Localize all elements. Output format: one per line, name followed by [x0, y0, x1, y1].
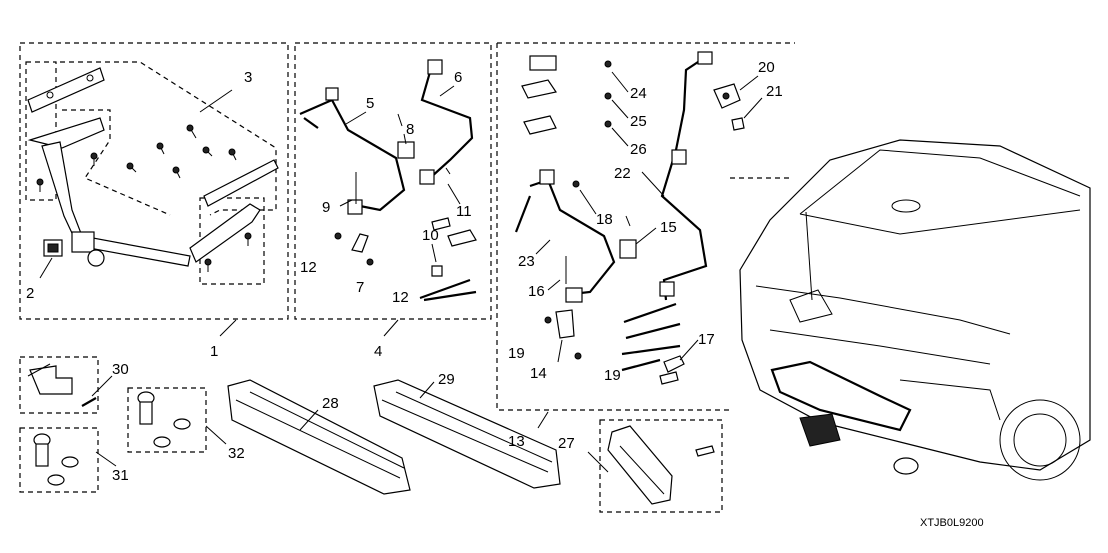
callout-19a: 19: [508, 345, 525, 362]
clip-icon: [27, 363, 97, 407]
leader-17: [679, 339, 699, 361]
callout-27: 27: [558, 435, 575, 452]
callout-29: 29: [438, 371, 455, 388]
leader-15: [635, 227, 657, 245]
callout-3: 3: [244, 69, 252, 86]
leader-11: [447, 183, 461, 205]
callout-12b: 12: [392, 289, 409, 306]
group-box-31: [19, 427, 99, 493]
callout-13: 13: [508, 433, 525, 450]
leader-24: [611, 71, 629, 93]
leader-6: [439, 85, 455, 97]
skid-plate-icon: [227, 379, 561, 495]
callout-5: 5: [366, 95, 374, 112]
hitch-receiver-icon: [25, 61, 279, 285]
leader-26: [611, 127, 629, 147]
diagram-code: XTJB0L9200: [920, 517, 984, 529]
leader-1: [219, 319, 237, 337]
callout-20: 20: [758, 59, 775, 76]
group-box-30: [19, 356, 99, 414]
callout-18: 18: [596, 211, 613, 228]
leader-29: [419, 381, 435, 399]
callout-23: 23: [518, 253, 535, 270]
callout-28: 28: [322, 395, 339, 412]
callout-31: 31: [112, 467, 129, 484]
leader-4: [383, 319, 399, 337]
skid-plate-icon: [607, 425, 715, 505]
group-box-27: [599, 419, 723, 513]
leader-3: [199, 89, 233, 113]
callout-4: 4: [374, 343, 382, 360]
leader-13: [537, 411, 549, 429]
leader-28: [299, 409, 319, 431]
callout-15: 15: [660, 219, 677, 236]
callout-19b: 19: [604, 367, 621, 384]
leader-25: [611, 99, 629, 119]
callout-2: 2: [26, 285, 34, 302]
vehicle-rear-icon: [739, 139, 1091, 481]
leader-9: [339, 199, 353, 207]
leader-27: [587, 451, 609, 473]
leader-32: [205, 425, 227, 445]
callout-14: 14: [530, 365, 547, 382]
callout-16: 16: [528, 283, 545, 300]
leader-18: [579, 189, 597, 215]
bolt-icon: [36, 124, 252, 272]
callout-8: 8: [406, 121, 414, 138]
callout-7: 7: [356, 279, 364, 296]
callout-10: 10: [422, 227, 439, 244]
callout-30: 30: [112, 361, 129, 378]
group-box-4: [294, 42, 492, 320]
hitch-ball-icon: [33, 391, 191, 486]
leader-5: [345, 111, 367, 125]
group-box-13: [496, 42, 795, 411]
leader-30: [91, 375, 113, 397]
leader-10: [431, 243, 437, 263]
leader-21: [743, 97, 763, 119]
callout-24: 24: [630, 85, 647, 102]
callout-22: 22: [614, 165, 631, 182]
callout-11: 11: [456, 203, 472, 220]
leader-31: [95, 451, 117, 467]
leader-16: [547, 279, 561, 291]
leader-23: [535, 239, 551, 255]
callout-1: 1: [210, 343, 218, 360]
callout-6: 6: [454, 69, 462, 86]
group-box-32: [127, 387, 207, 453]
callout-12a: 12: [300, 259, 317, 276]
callout-9: 9: [322, 199, 330, 216]
wiring-harness-icon: [514, 51, 745, 385]
leader-8: [403, 133, 407, 145]
callout-32: 32: [228, 445, 245, 462]
leader-22: [641, 171, 665, 197]
callout-25: 25: [630, 113, 647, 130]
leader-14: [557, 339, 563, 363]
leader-2: [39, 257, 53, 279]
clip-icon: [521, 55, 557, 135]
group-box-1: [19, 42, 289, 320]
wiring-harness-icon: [299, 59, 477, 302]
callout-17: 17: [698, 331, 715, 348]
callout-21: 21: [766, 83, 783, 100]
callout-26: 26: [630, 141, 647, 158]
leader-20: [739, 75, 759, 91]
